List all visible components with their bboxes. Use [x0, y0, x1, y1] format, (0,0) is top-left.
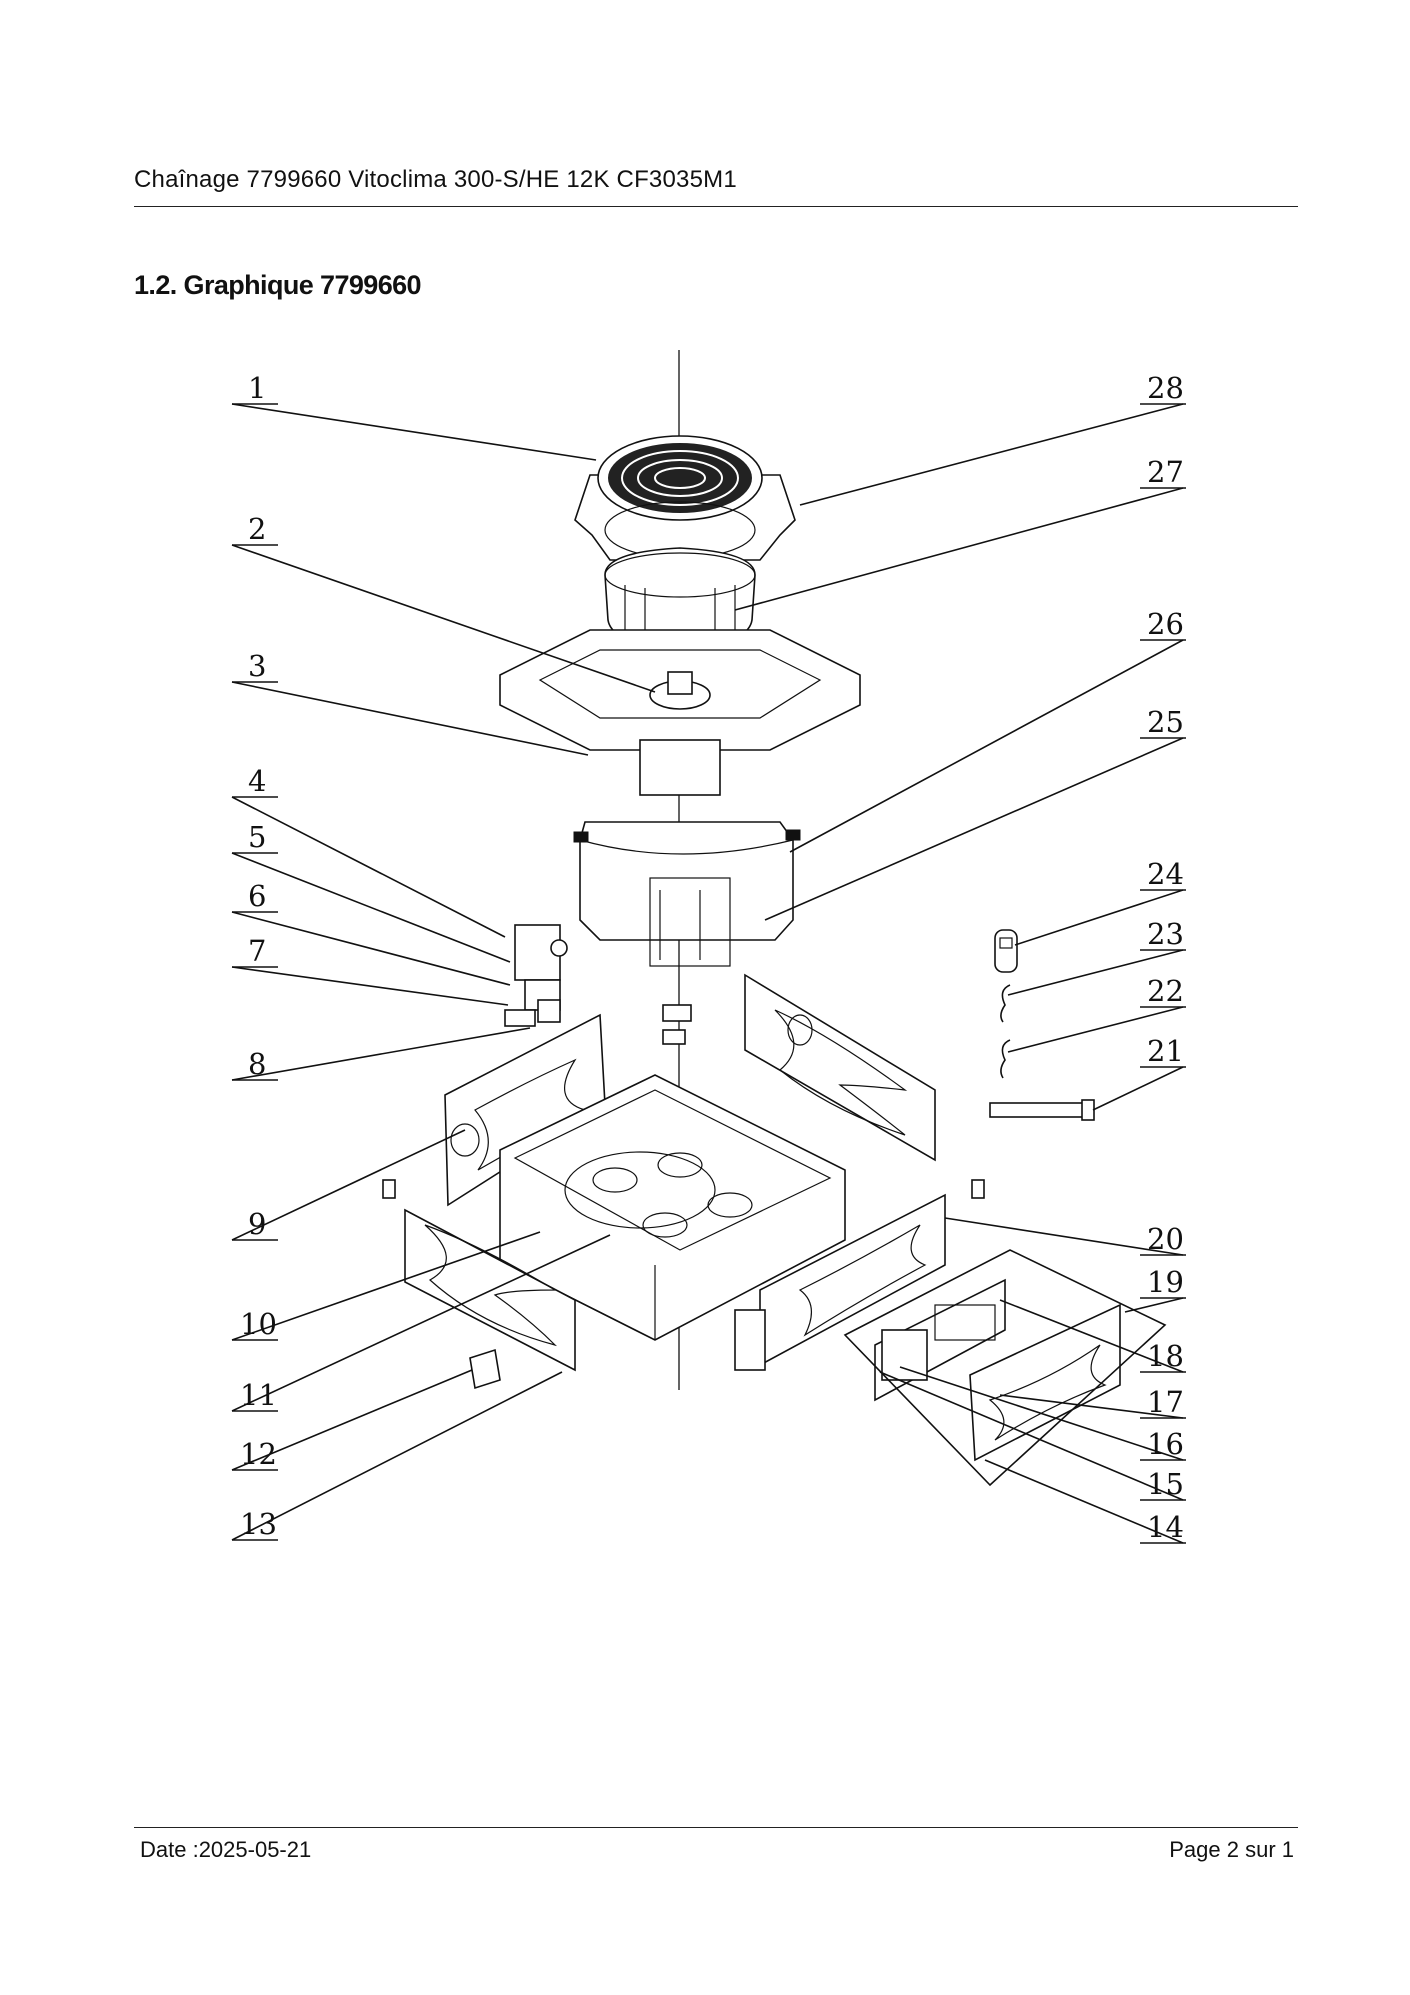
callout-8: 8 [248, 1047, 266, 1081]
callout-4: 4 [248, 764, 266, 798]
callout-14: 14 [1147, 1510, 1184, 1544]
callout-underlines [232, 403, 1186, 1544]
drain-hose [989, 1099, 1095, 1121]
side-panel-right-rear [744, 973, 936, 1162]
motor-mount-frame [499, 629, 861, 796]
callout-15: 15 [1147, 1467, 1184, 1501]
callout-9: 9 [248, 1207, 266, 1241]
section-title: 1.2. Graphique 7799660 [134, 270, 422, 300]
callout-13: 13 [240, 1507, 277, 1541]
callout-18: 18 [1147, 1339, 1184, 1373]
terminal-block [734, 1309, 766, 1371]
float-switch [662, 1004, 692, 1022]
callout-20: 20 [1147, 1222, 1184, 1256]
callout-28: 28 [1147, 371, 1184, 405]
header-divider [134, 206, 1298, 207]
hook-clip-23 [1000, 984, 1011, 1023]
callout-23: 23 [1147, 917, 1184, 951]
footer-page-number: Page 2 sur 1 [1169, 1837, 1294, 1862]
callout-1: 1 [248, 371, 266, 405]
callout-22: 22 [1147, 974, 1184, 1008]
control-box-frame [843, 1249, 1167, 1487]
callout-3: 3 [248, 649, 266, 683]
callout-17: 17 [1147, 1385, 1184, 1419]
callout-12: 12 [240, 1437, 277, 1471]
small-bracket [662, 1029, 686, 1045]
callout-6: 6 [248, 879, 266, 913]
footer-divider [134, 1827, 1298, 1828]
document-header-title: Chaînage 7799660 Vitoclima 300-S/HE 12K … [134, 166, 737, 193]
clip-left [382, 1179, 396, 1199]
hook-clip-22 [1000, 1039, 1011, 1079]
footer-date: Date :2025-05-21 [140, 1837, 312, 1862]
fan-impeller [604, 547, 756, 649]
callout-19: 19 [1147, 1265, 1184, 1299]
valve-cluster [504, 924, 568, 1027]
callout-11: 11 [240, 1378, 277, 1412]
mounting-bracket [469, 1348, 501, 1390]
callout-5: 5 [248, 820, 266, 854]
drain-pan-ring [573, 821, 801, 967]
main-chassis [499, 1074, 846, 1341]
remote-controller [994, 929, 1018, 973]
callout-16: 16 [1147, 1427, 1184, 1461]
leader-lines [231, 403, 1184, 1544]
callout-25: 25 [1147, 705, 1184, 739]
callout-2: 2 [248, 512, 266, 546]
callout-21: 21 [1147, 1034, 1184, 1068]
callout-7: 7 [248, 934, 266, 968]
fan-grille-assembly [574, 435, 796, 561]
callout-24: 24 [1147, 857, 1184, 891]
callout-26: 26 [1147, 607, 1184, 641]
callout-27: 27 [1147, 455, 1184, 489]
clip-right [971, 1179, 985, 1199]
callout-10: 10 [240, 1307, 277, 1341]
